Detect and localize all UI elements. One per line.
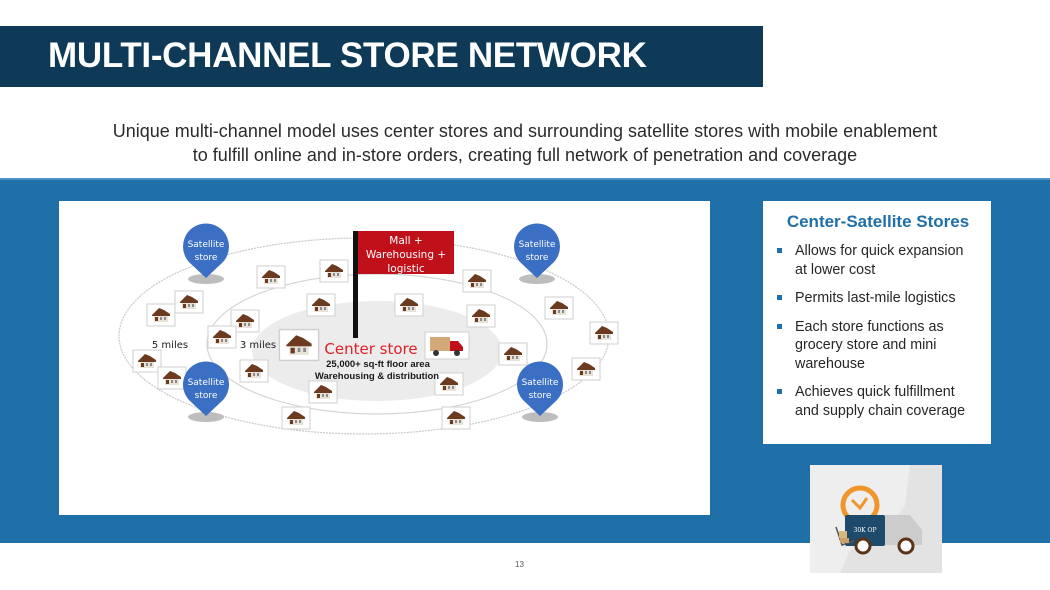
house-icon	[306, 293, 336, 317]
bullet-icon	[777, 295, 782, 300]
delivery-truck-clock-icon: 30K OP	[810, 465, 942, 573]
store-network-diagram: Mall + Warehousing + logistic Center sto…	[59, 201, 710, 515]
flag-pole	[353, 231, 358, 338]
bullet-icon	[777, 323, 782, 329]
svg-text:Satellite: Satellite	[519, 240, 556, 250]
bullet-item: Allows for quick expansion at lower cost	[777, 242, 979, 279]
bullet-item: Achieves quick fulfillment and supply ch…	[777, 383, 979, 420]
page-number: 13	[515, 560, 524, 569]
flag-label-line-2: Warehousing +	[366, 249, 446, 261]
svg-text:store: store	[526, 253, 549, 263]
subtitle: Unique multi-channel model uses center s…	[40, 119, 1010, 167]
satellite-pin-bottom-right: Satellite store	[517, 361, 563, 422]
center-store-detail-2: Warehousing & distribution	[315, 371, 439, 382]
house-icon	[132, 349, 162, 373]
svg-text:store: store	[195, 253, 218, 263]
center-store-house-icon	[278, 328, 320, 362]
info-card: Center-Satellite Stores Allows for quick…	[763, 201, 991, 444]
svg-text:store: store	[529, 391, 552, 401]
house-icon	[544, 296, 574, 320]
house-icon	[207, 325, 237, 349]
info-card-title: Center-Satellite Stores	[786, 212, 970, 231]
flag-label-line-3: logistic	[387, 263, 424, 275]
house-icon	[281, 406, 311, 430]
svg-text:Satellite: Satellite	[188, 378, 225, 388]
flag	[358, 231, 454, 274]
house-icon	[498, 342, 528, 366]
house-icon	[589, 321, 619, 345]
outer-ring-label: 5 miles	[152, 340, 188, 351]
bullet-item: Permits last-mile logistics	[777, 289, 979, 308]
satellite-pin-top-right: Satellite store	[514, 223, 560, 284]
house-icon	[394, 293, 424, 317]
house-icon	[256, 265, 286, 289]
delivery-truck-icon	[424, 331, 470, 360]
satellite-pin-bottom-left: Satellite store	[183, 361, 229, 422]
house-icon	[434, 372, 464, 396]
house-icon	[174, 290, 204, 314]
house-icon	[441, 406, 471, 430]
bullet-item: Each store functions as grocery store an…	[777, 318, 979, 374]
house-icon	[157, 366, 187, 390]
page-title: MULTI-CHANNEL STORE NETWORK	[48, 36, 647, 75]
satellite-pin-top-left: Satellite store	[183, 223, 229, 284]
inner-ring-label: 3 miles	[240, 340, 276, 351]
center-store-label: Center store	[324, 340, 417, 358]
title-bar	[0, 26, 763, 87]
house-icon	[146, 303, 176, 327]
truck-text: 30K OP	[854, 527, 877, 534]
subtitle-line-2: to fulfill online and in-store orders, c…	[192, 145, 858, 165]
svg-text:Satellite: Satellite	[188, 240, 225, 250]
svg-text:Satellite: Satellite	[522, 378, 559, 388]
subtitle-line-1: Unique multi-channel model uses center s…	[112, 121, 938, 141]
svg-text:store: store	[195, 391, 218, 401]
bullet-icon	[777, 248, 782, 253]
bullet-icon	[777, 389, 782, 394]
house-icon	[571, 357, 601, 381]
house-icon	[239, 359, 269, 383]
info-card-bullets: Allows for quick expansion at lower cost…	[777, 242, 979, 420]
house-icon	[308, 380, 338, 404]
house-icon	[462, 269, 492, 293]
house-icon	[466, 304, 496, 328]
flag-label-line-1: Mall +	[389, 235, 422, 247]
house-icon	[319, 259, 349, 283]
center-store-detail-1: 25,000+ sq-ft floor area	[326, 359, 430, 370]
